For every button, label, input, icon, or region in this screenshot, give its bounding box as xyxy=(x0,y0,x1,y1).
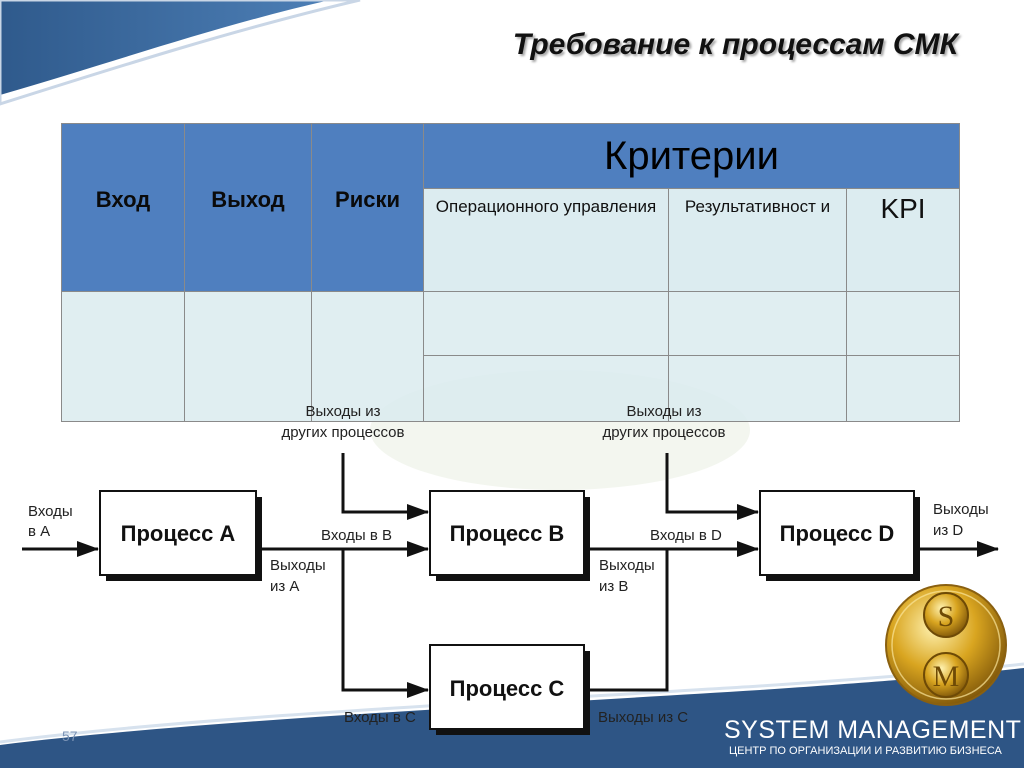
process-b-box: Процесс B xyxy=(429,490,590,581)
other-outputs-label-2: Выходы из xyxy=(626,403,701,420)
table-cell xyxy=(845,355,961,422)
table-cell xyxy=(668,355,847,422)
inputs-a-label-2: в A xyxy=(28,523,50,540)
process-c-label: Процесс C xyxy=(450,676,565,701)
inputs-d-label: Входы в D xyxy=(650,527,722,544)
header-input: Вход xyxy=(61,123,185,292)
logo-letter-m: M xyxy=(933,660,960,693)
table-cell xyxy=(668,291,847,356)
table-cell xyxy=(423,291,669,356)
other-outputs-label-1b: других процессов xyxy=(282,424,405,441)
table-cell xyxy=(845,291,961,356)
connector-lines xyxy=(22,453,999,698)
outputs-a-label: Выходы xyxy=(270,557,326,574)
table-cell xyxy=(184,291,312,422)
other-outputs-label-2b: других процессов xyxy=(603,424,726,441)
process-b-label: Процесс B xyxy=(450,521,565,546)
outputs-c-label: Выходы из C xyxy=(598,709,688,726)
brand-name: SYSTEM MANAGEMENT xyxy=(724,716,1022,744)
outputs-b-label-2: из B xyxy=(599,578,628,595)
outputs-a-label-2: из A xyxy=(270,578,299,595)
requirements-table: Вход Выход Риски Критерии Операционного … xyxy=(61,123,961,422)
process-a-label: Процесс A xyxy=(121,521,236,546)
criteria-kpi: KPI xyxy=(845,188,961,292)
inputs-b-label: Входы в B xyxy=(321,527,392,544)
criteria-operational: Операционного управления xyxy=(423,188,669,292)
logo-medallion: S M xyxy=(885,584,1007,706)
header-risks: Риски xyxy=(311,123,424,292)
process-c-box: Процесс C xyxy=(429,644,590,735)
process-d-box: Процесс D xyxy=(759,490,920,581)
header-output: Выход xyxy=(184,123,312,292)
table-cell xyxy=(423,355,669,422)
criteria-effectiveness: Результативност и xyxy=(668,188,847,292)
table-cell xyxy=(61,291,185,422)
logo-letter-s: S xyxy=(938,600,955,633)
table-cell xyxy=(311,291,424,422)
outputs-b-label: Выходы xyxy=(599,557,655,574)
process-a-box: Процесс A xyxy=(99,490,262,581)
page-number: 57 xyxy=(62,728,78,744)
inputs-a-label: Входы xyxy=(28,503,73,520)
other-outputs-label-1: Выходы из xyxy=(305,403,380,420)
page-title: Требование к процессам СМК xyxy=(512,28,958,61)
outputs-d-label-2: из D xyxy=(933,522,963,539)
brand-subtitle: ЦЕНТР ПО ОРГАНИЗАЦИИ И РАЗВИТИЮ БИЗНЕСА xyxy=(729,745,1002,757)
header-criteria: Критерии xyxy=(422,123,961,189)
outputs-d-label: Выходы xyxy=(933,501,989,518)
process-d-label: Процесс D xyxy=(780,521,895,546)
inputs-c-label: Входы в C xyxy=(344,709,416,726)
